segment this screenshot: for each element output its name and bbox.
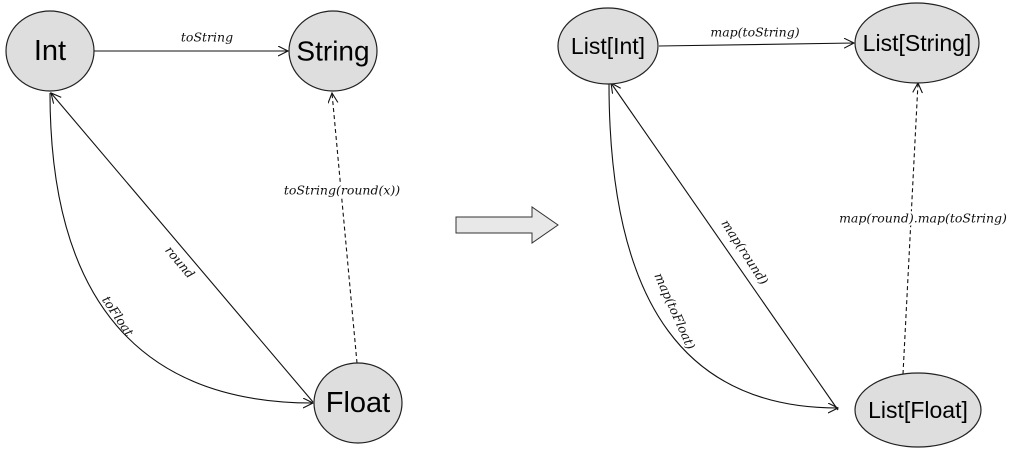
node-label-list-string: List[String] <box>863 30 972 56</box>
right-block-arrow-icon <box>455 206 559 244</box>
node-list-float: List[Float] <box>854 372 982 448</box>
node-list-string: List[String] <box>854 2 980 84</box>
edge-list-float-to-list-string <box>902 83 918 375</box>
node-float: Float <box>313 362 403 444</box>
edge-float-to-int <box>51 93 314 403</box>
edge-list-float-to-list-int <box>611 83 839 411</box>
node-list-int: List[Int] <box>557 7 659 85</box>
left-graph: toString round toFloat toString(round(x)… <box>5 10 403 444</box>
edge-int-to-float <box>49 92 313 403</box>
node-label-float: Float <box>326 387 390 419</box>
edge-list-int-to-list-string <box>658 43 854 46</box>
edge-list-int-to-list-float <box>608 82 838 408</box>
edge-label-map-tostring: map(toString) <box>710 25 799 40</box>
edge-label-tostring-round: toString(round(x)) <box>284 183 400 198</box>
edge-label-round: round <box>162 243 198 281</box>
edge-float-to-string <box>332 93 358 364</box>
edge-label-tofloat: toFloat <box>99 293 137 340</box>
node-string: String <box>288 10 378 92</box>
edge-label-map-round-map-tostring: map(round).map(toString) <box>839 211 1007 226</box>
node-label-list-float: List[Float] <box>868 397 968 423</box>
node-label-list-int: List[Int] <box>571 33 645 59</box>
node-label-string: String <box>296 36 369 67</box>
node-label-int: Int <box>34 35 66 67</box>
right-graph: map(toString) map(round) map(toFloat) ma… <box>557 2 1009 448</box>
node-int: Int <box>5 10 95 92</box>
edge-label-tostring: toString <box>181 30 233 45</box>
